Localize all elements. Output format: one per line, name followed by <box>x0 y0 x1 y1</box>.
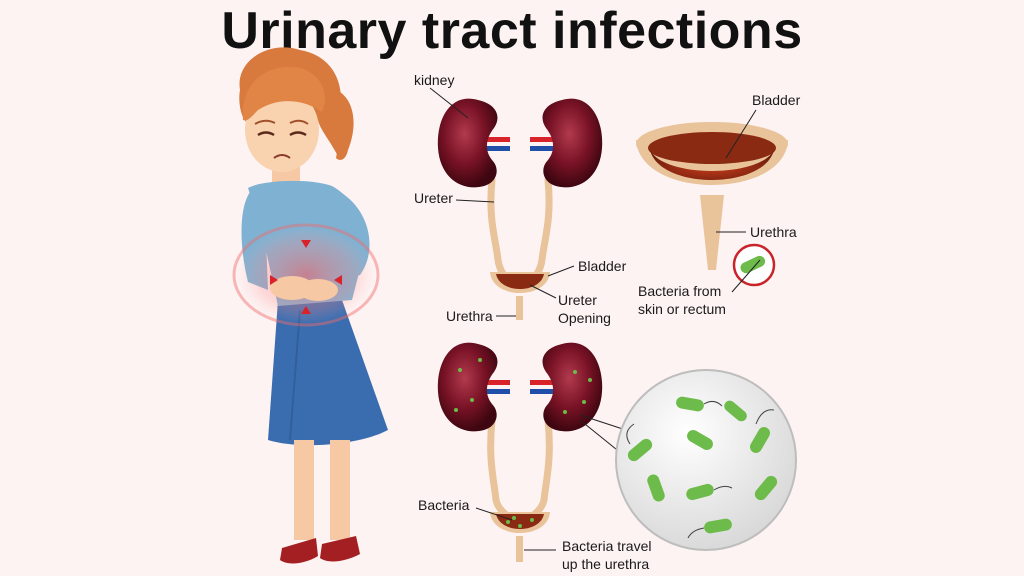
label-ureter: Ureter <box>414 190 453 206</box>
label-bacteria-travel-line2: up the urethra <box>562 556 650 572</box>
label-urethra-small: Urethra <box>446 308 493 324</box>
label-bacteria: Bacteria <box>418 497 470 513</box>
label-urethra-large: Urethra <box>750 224 797 240</box>
kidney-left <box>437 98 498 188</box>
label-ureter-opening-line1: Ureter <box>558 292 597 308</box>
urinary-system-infected <box>437 342 633 562</box>
woman-figure <box>232 47 388 564</box>
page-title: Urinary tract infections <box>221 2 803 60</box>
label-bladder-large: Bladder <box>752 92 801 108</box>
bacteria-cells <box>626 396 778 539</box>
urinary-system-healthy <box>429 87 603 320</box>
label-kidney: kidney <box>414 72 455 88</box>
label-bladder-small: Bladder <box>578 258 627 274</box>
bladder-closeup <box>636 109 788 293</box>
bacteria-lens <box>615 369 797 551</box>
label-ureter-opening-line2: Opening <box>558 310 611 326</box>
kidney-right <box>542 98 603 188</box>
label-bacteria-travel-line1: Bacteria travel <box>562 538 652 554</box>
label-bacteria-source-line1: Bacteria from <box>638 283 722 299</box>
label-bacteria-source-line2: skin or rectum <box>638 301 726 317</box>
